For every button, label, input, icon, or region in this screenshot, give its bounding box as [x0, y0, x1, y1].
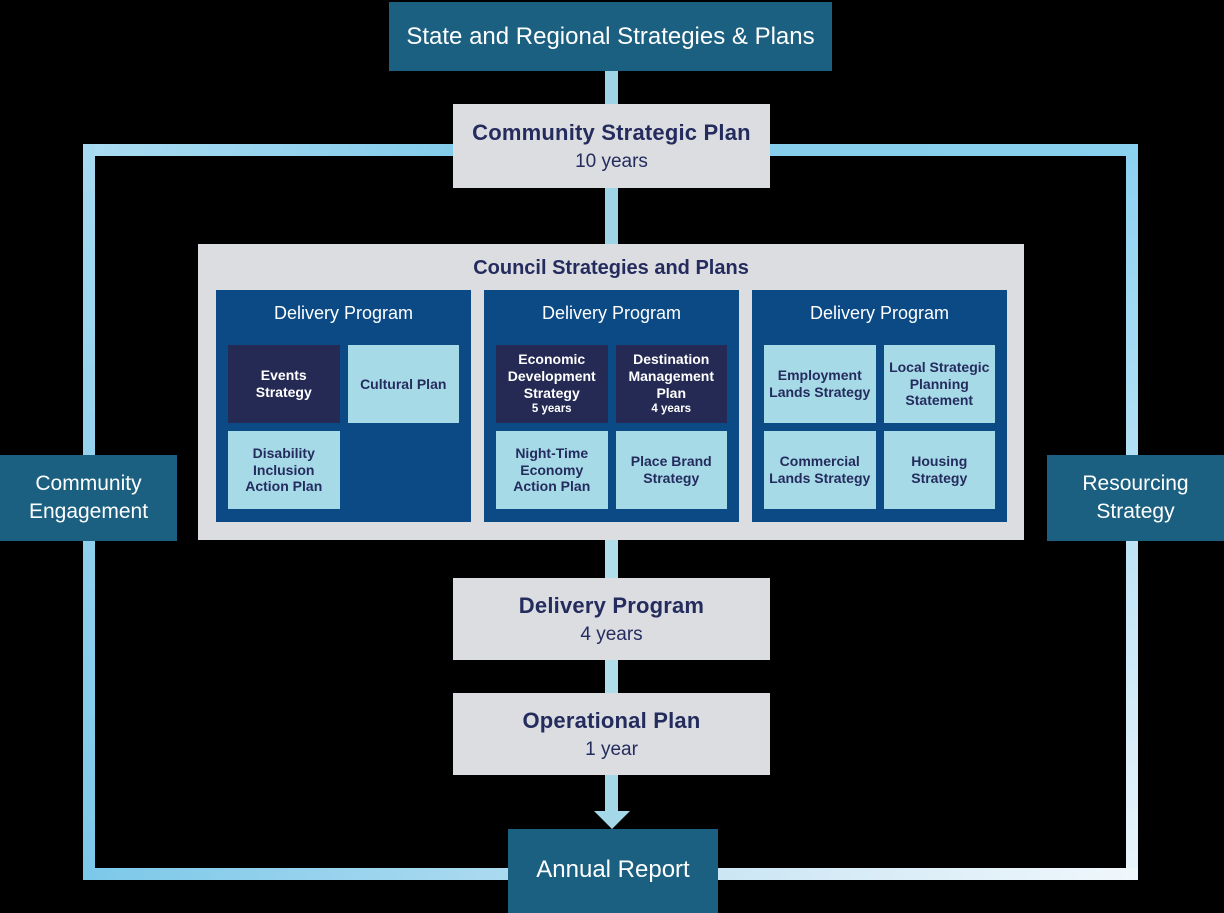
- loop-line-top-right: [768, 144, 1138, 156]
- resourcing-strategy-box: Resourcing Strategy: [1047, 455, 1224, 541]
- loop-line-bottom-left: [83, 868, 510, 880]
- plan-cell-night-time-economy-action-plan: Night-Time Economy Action Plan: [496, 431, 608, 509]
- delivery-program-group-1: Delivery Program Events Strategy Cultura…: [216, 290, 471, 522]
- plan-cell-economic-development-strategy: Economic Development Strategy 5 years: [496, 345, 608, 423]
- community-engagement-box: Community Engagement: [0, 455, 177, 541]
- council-strategies-title: Council Strategies and Plans: [473, 257, 749, 279]
- plan-cell-local-strategic-planning-statement: Local Strategic Planning Statement: [883, 345, 995, 423]
- plan-cell-label: Housing Strategy: [911, 453, 968, 486]
- operational-plan-title: Operational Plan: [522, 707, 701, 733]
- plan-cell-label: Local Strategic Planning Statement: [889, 358, 990, 409]
- connector-state-to-csp: [605, 71, 618, 105]
- delivery-program-duration: 4 years: [580, 623, 643, 645]
- plan-cell-housing-strategy: Housing Strategy: [883, 431, 995, 509]
- plan-cell-label: Employment Lands Strategy: [769, 367, 871, 400]
- annual-report-label: Annual Report: [536, 856, 690, 883]
- plan-cell-label: Commercial Lands Strategy: [769, 453, 871, 486]
- plan-cell-label: Cultural Plan: [360, 375, 447, 392]
- delivery-program-group-2: Delivery Program Economic Development St…: [484, 290, 739, 522]
- plan-cell-destination-management-plan: Destination Management Plan 4 years: [615, 345, 727, 423]
- delivery-program-group-3: Delivery Program Employment Lands Strate…: [752, 290, 1007, 522]
- plan-cell-duration: 5 years: [531, 402, 572, 415]
- plan-cell-label: Economic Development Strategy: [507, 351, 596, 401]
- state-regional-strategies-label: State and Regional Strategies & Plans: [406, 22, 815, 50]
- state-regional-strategies-box: State and Regional Strategies & Plans: [389, 2, 832, 71]
- plan-cell-cultural-plan: Cultural Plan: [347, 345, 459, 423]
- connector-delivery-to-operational: [605, 660, 618, 694]
- plan-cell-duration: 4 years: [651, 402, 692, 415]
- plan-cell-employment-lands-strategy: Employment Lands Strategy: [764, 345, 876, 423]
- delivery-program-group-3-grid: Employment Lands Strategy Local Strategi…: [764, 345, 995, 509]
- plan-cell-events-strategy: Events Strategy: [228, 345, 340, 423]
- plan-cell-place-brand-strategy: Place Brand Strategy: [615, 431, 727, 509]
- plan-cell-label: Destination Management Plan: [628, 351, 715, 401]
- arrow-shaft: [605, 775, 618, 812]
- community-strategic-plan-box: Community Strategic Plan 10 years: [453, 104, 770, 188]
- delivery-program-group-2-grid: Economic Development Strategy 5 years De…: [496, 345, 727, 509]
- arrow-down-icon: [594, 811, 630, 829]
- delivery-program-group-1-grid: Events Strategy Cultural Plan Disability…: [228, 345, 459, 509]
- plan-cell-label: Events Strategy: [255, 367, 312, 400]
- connector-csp-to-council: [605, 188, 618, 245]
- plan-cell-label: Disability Inclusion Action Plan: [245, 444, 323, 495]
- plan-cell-label: Place Brand Strategy: [630, 453, 712, 486]
- plan-cell-commercial-lands-strategy: Commercial Lands Strategy: [764, 431, 876, 509]
- plan-cell-empty: [348, 431, 460, 509]
- loop-line-bottom-right: [716, 868, 1138, 880]
- delivery-program-box: Delivery Program 4 years: [453, 578, 770, 660]
- community-engagement-label: Community Engagement: [28, 471, 149, 523]
- delivery-program-group-1-title: Delivery Program: [273, 303, 414, 323]
- delivery-program-group-2-title: Delivery Program: [541, 303, 682, 323]
- council-strategies-box: Council Strategies and Plans Delivery Pr…: [198, 244, 1024, 540]
- plan-cell-disability-inclusion-action-plan: Disability Inclusion Action Plan: [228, 431, 340, 509]
- operational-plan-duration: 1 year: [585, 738, 638, 760]
- delivery-program-title: Delivery Program: [518, 592, 705, 618]
- delivery-program-group-3-title: Delivery Program: [809, 303, 950, 323]
- operational-plan-box: Operational Plan 1 year: [453, 693, 770, 775]
- community-strategic-plan-title: Community Strategic Plan: [472, 119, 751, 145]
- plan-cell-label: Night-Time Economy Action Plan: [513, 444, 591, 495]
- resourcing-strategy-label: Resourcing Strategy: [1082, 471, 1189, 523]
- connector-council-to-delivery: [605, 540, 618, 579]
- annual-report-box: Annual Report: [508, 829, 718, 913]
- loop-line-top-left: [83, 144, 455, 156]
- community-strategic-plan-duration: 10 years: [575, 150, 648, 172]
